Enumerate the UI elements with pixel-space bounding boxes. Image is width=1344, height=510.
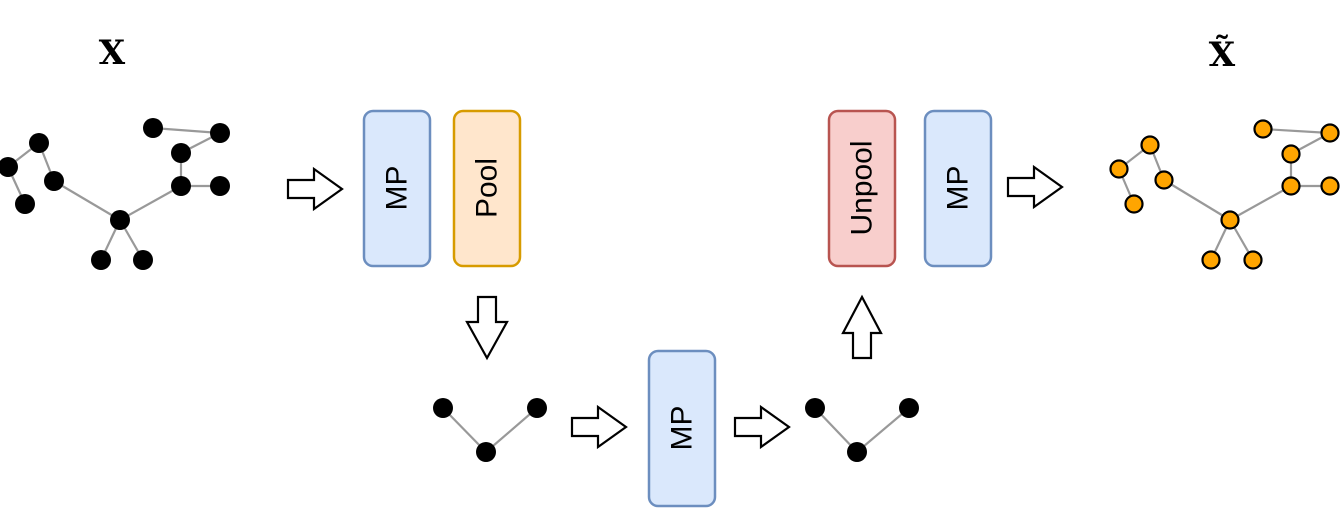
graph-node [171, 176, 191, 196]
mp-decoder-block: MP [923, 109, 993, 268]
graph-node [143, 118, 163, 138]
graph-edge [485, 407, 538, 453]
graph-node [476, 442, 496, 462]
graph-node [847, 442, 867, 462]
graph-node [1124, 194, 1144, 214]
output-label: X̃ [1209, 35, 1236, 75]
graph-edge [1262, 127, 1331, 135]
graph-node [1320, 176, 1340, 196]
mp-bottleneck-label: MP [666, 406, 699, 451]
mp-bottleneck-block: MP [647, 349, 717, 508]
pooled-graph-edges [442, 407, 538, 453]
arrow-right-icon [1006, 164, 1064, 210]
input-graph [0, 118, 230, 270]
graph-node [210, 123, 230, 143]
mp-encoder-box [362, 109, 432, 268]
output-graph-nodes [1109, 119, 1340, 270]
pooled-graph [433, 398, 547, 462]
bottleneck-graph-nodes [805, 398, 919, 462]
arrow-right-icon [733, 404, 791, 450]
graph-node [1109, 159, 1129, 179]
graph-edge [442, 407, 487, 453]
mp-bottleneck-box [647, 349, 717, 508]
unpool-box [827, 109, 897, 268]
pool-box [452, 109, 522, 268]
bottleneck-graph [805, 398, 919, 462]
unpool-label: Unpool [846, 140, 879, 235]
graph-node [1281, 176, 1301, 196]
mp-decoder-box [923, 109, 993, 268]
graph-node [1281, 144, 1301, 164]
graph-node [110, 210, 130, 230]
graph-node [44, 171, 64, 191]
graph-node [133, 250, 153, 270]
graph-node [29, 133, 49, 153]
graph-edge [53, 180, 121, 221]
graph-node [1201, 250, 1221, 270]
mp-encoder-block: MP [362, 109, 432, 268]
graph-node [0, 157, 18, 177]
unpool-block: Unpool [827, 109, 897, 268]
graph-node [1320, 123, 1340, 143]
graph-node [91, 250, 111, 270]
graph-node [1154, 170, 1174, 190]
mp-encoder-label: MP [381, 166, 414, 211]
input-graph-nodes [0, 118, 230, 270]
graph-node [1243, 250, 1263, 270]
pooled-graph-nodes [433, 398, 547, 462]
arrow-right-icon [570, 404, 628, 450]
graph-node [527, 398, 547, 418]
arrow-right-icon [286, 166, 344, 212]
graph-node [899, 398, 919, 418]
arrow-up-icon [841, 294, 883, 360]
graph-node [210, 176, 230, 196]
output-graph [1109, 119, 1340, 270]
graph-edge [119, 185, 182, 221]
mp-decoder-label: MP [942, 166, 975, 211]
graph-node [1140, 135, 1160, 155]
graph-node [15, 194, 35, 214]
graph-node [433, 398, 453, 418]
graph-node [1253, 119, 1273, 139]
bottleneck-graph-edges [814, 407, 910, 453]
input-label: X [99, 33, 126, 73]
arrow-down-icon [465, 295, 509, 361]
graph-node [805, 398, 825, 418]
graph-edge [1163, 179, 1231, 221]
graph-node [1220, 210, 1240, 230]
pool-label: Pool [471, 158, 504, 218]
graph-edge [1229, 185, 1292, 221]
graph-edge [856, 407, 910, 453]
graph-node [171, 143, 191, 163]
pool-block: Pool [452, 109, 522, 268]
graph-edge [814, 407, 858, 453]
graph-edge [152, 126, 221, 135]
